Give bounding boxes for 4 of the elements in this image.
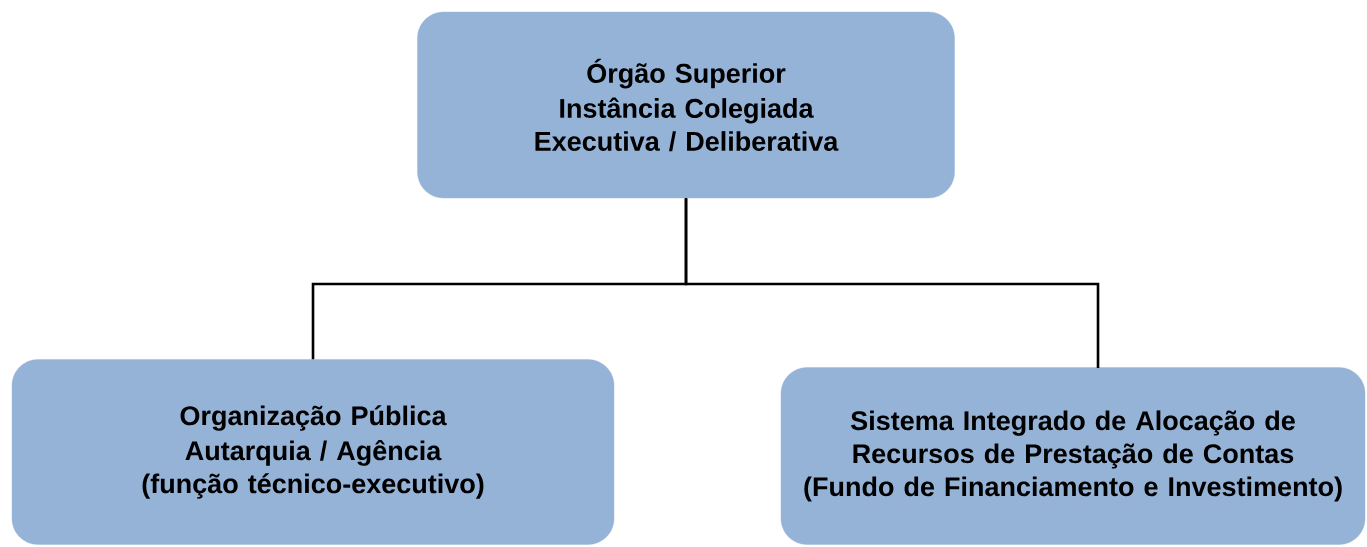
org-box: Órgão Superior Instância Colegiada Executiva / Deliberativa [417, 11, 955, 199]
org-box: Sistema Integrado de Alocação de Recursos de Prestação de Contas (Fundo de Financiamento e Investimento) [780, 367, 1366, 545]
org-box: Organização Pública Autarquia / Agência (função técnico-executivo) [11, 359, 615, 545]
connector-line [684, 198, 1100, 368]
